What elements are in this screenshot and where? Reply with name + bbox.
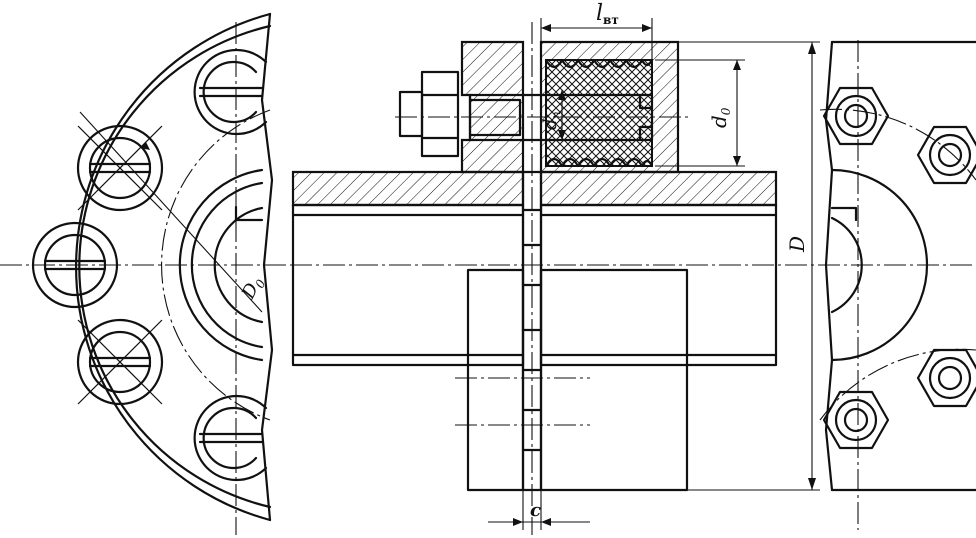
D-label: D [785, 236, 809, 253]
d0-label: D0 [237, 273, 268, 304]
left-half-view: D0 [0, 12, 300, 535]
dp-label: dп [540, 111, 563, 130]
right-half-view [819, 40, 976, 530]
d0-dim-label: d0 [707, 107, 733, 128]
bushing-group [31, 48, 268, 482]
section-view: dп d0 lвт D c [290, 1, 976, 535]
lvt-label: lвт [596, 1, 619, 27]
pin [395, 70, 690, 158]
nut-group [822, 86, 976, 450]
c-label: c [530, 500, 541, 521]
gap-segments [521, 208, 543, 452]
